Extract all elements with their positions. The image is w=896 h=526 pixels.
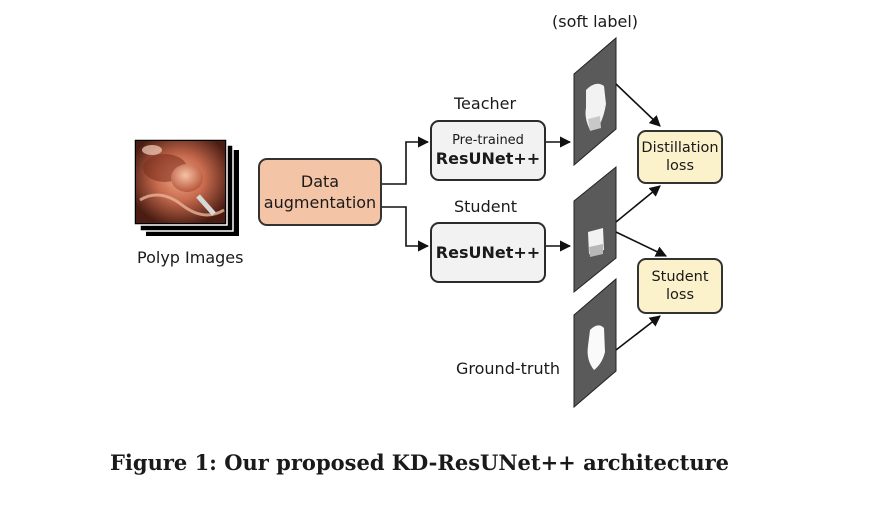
data-augmentation-box: Data augmentation — [258, 158, 382, 226]
soft-label-mask-panel — [573, 36, 617, 167]
teacher-network-box: Pre-trained ResUNet++ — [430, 120, 546, 181]
student-network-title: ResUNet++ — [435, 242, 541, 262]
teacher-network-title: ResUNet++ — [435, 148, 541, 168]
figure-caption: Figure 1: Our proposed KD-ResUNet++ arch… — [110, 450, 730, 475]
arrow-prediction-to-distillation — [615, 185, 661, 223]
student-loss-box: Student loss — [637, 258, 723, 314]
arrow-aug-to-teacher — [382, 136, 430, 185]
polyp-images-label: Polyp Images — [137, 248, 244, 267]
teacher-label: Teacher — [454, 94, 517, 113]
data-augmentation-line1: Data — [300, 172, 340, 191]
data-augmentation-line2: augmentation — [263, 193, 377, 212]
arrow-aug-to-student — [382, 206, 430, 252]
polyp-image-stack — [133, 138, 239, 236]
distillation-loss-line1: Distillation — [641, 140, 719, 156]
distillation-loss-box: Distillation loss — [637, 130, 723, 184]
student-prediction-mask-panel — [573, 165, 617, 294]
polyp-endoscopy-image — [136, 141, 225, 223]
arrow-groundtruth-to-student-loss — [615, 315, 661, 351]
ground-truth-mask-panel — [573, 277, 617, 409]
distillation-loss-line2: loss — [665, 158, 694, 174]
student-network-box: ResUNet++ — [430, 222, 546, 283]
soft-label-label: (soft label) — [552, 12, 639, 31]
teacher-network-subtitle: Pre-trained — [452, 132, 524, 148]
student-label: Student — [454, 197, 517, 216]
arrow-softlabel-to-distillation — [615, 83, 661, 127]
student-loss-line1: Student — [651, 269, 709, 285]
arrow-prediction-to-student-loss — [615, 231, 668, 257]
ground-truth-label: Ground-truth — [456, 359, 561, 378]
student-loss-line2: loss — [665, 287, 694, 303]
